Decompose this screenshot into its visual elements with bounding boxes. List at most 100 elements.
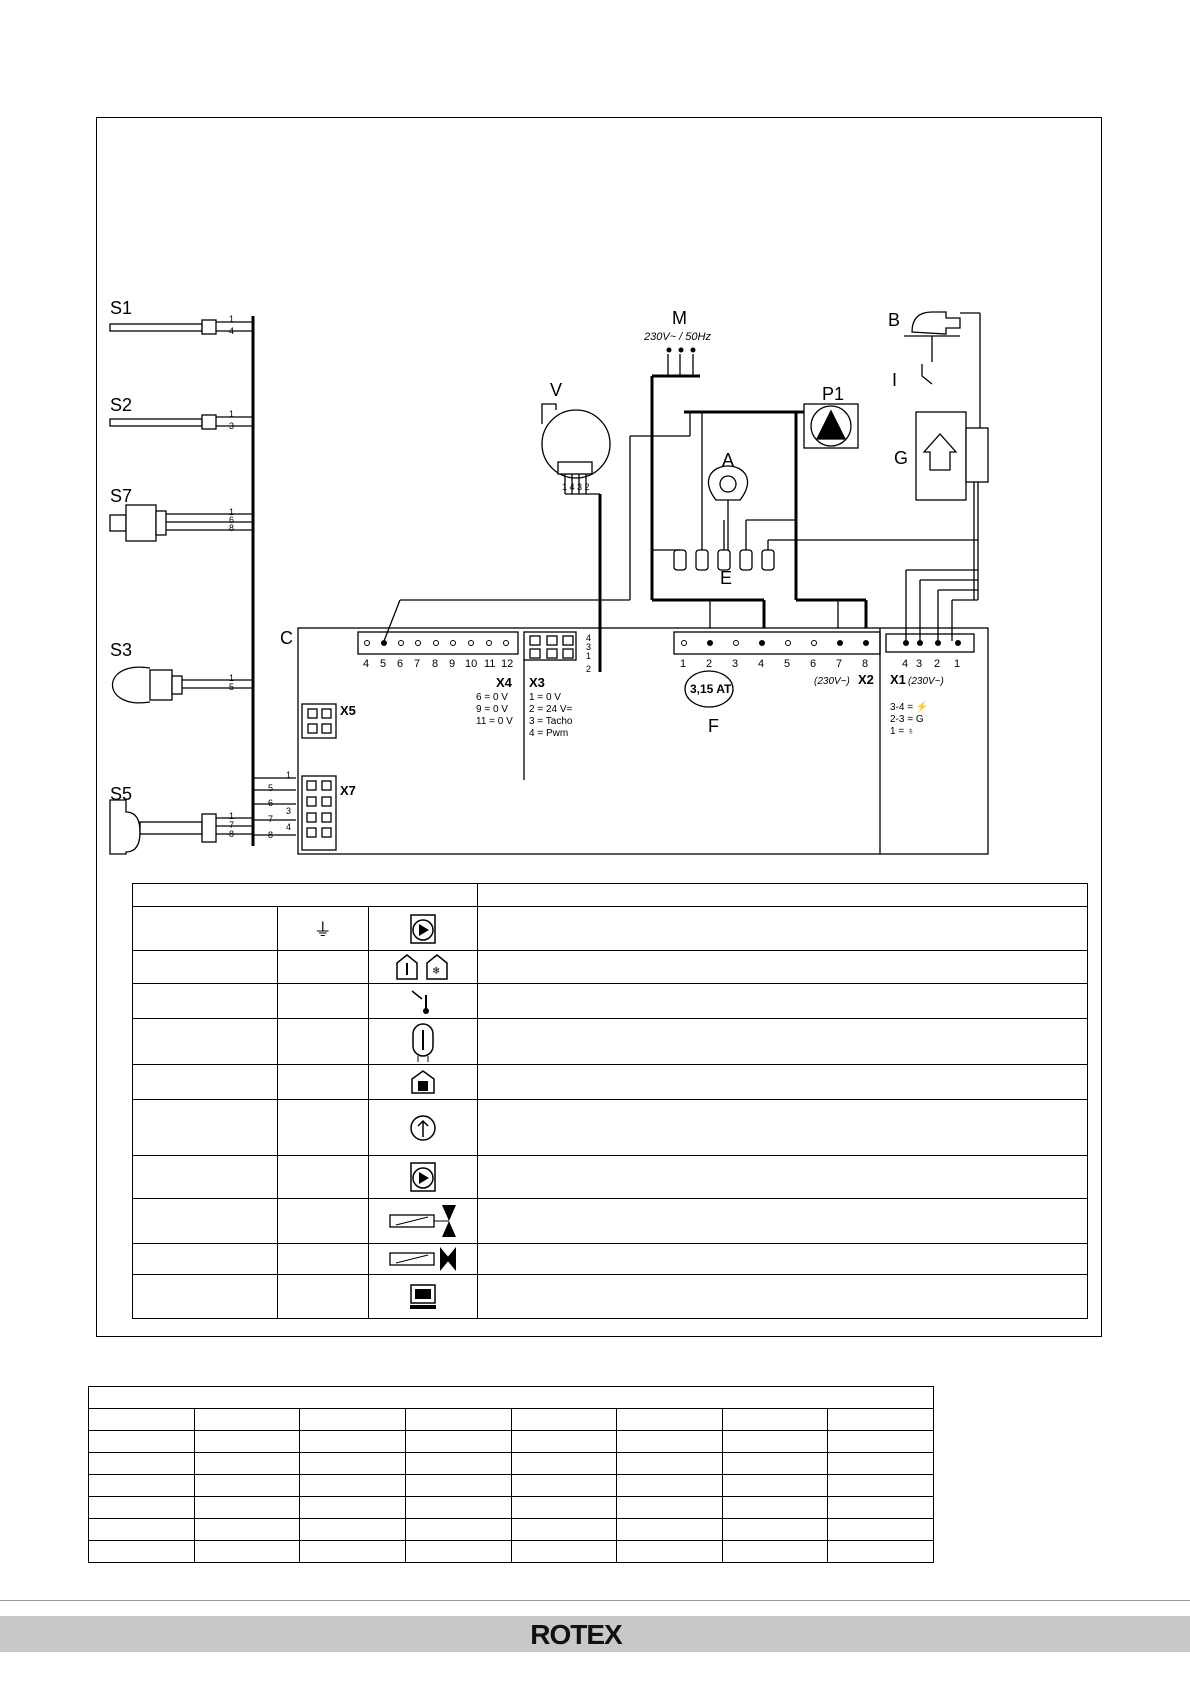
pump-p1 [684,403,868,628]
fuse-f [684,670,734,708]
svg-text:(230V~): (230V~) [908,676,944,687]
svg-text:5: 5 [268,783,273,793]
svg-text:1 = ♁: 1 = ♁ [890,726,914,737]
label-s2: S2 [110,395,132,415]
svg-text:12: 12 [501,658,513,670]
svg-text:4: 4 [363,658,369,670]
sensor-s5 [109,799,253,855]
svg-text:2: 2 [934,658,940,670]
sensor-s7 [109,504,253,542]
svg-text:3: 3 [916,658,922,670]
svg-text:6 = 0 V: 6 = 0 V [476,692,508,703]
label-e: E [720,568,732,588]
footer-bar [0,1616,1190,1652]
valve-icon [369,1203,477,1239]
connector-x3 [523,631,577,661]
svg-text:4: 4 [286,822,291,832]
label-s1: S1 [110,298,132,318]
svg-text:5: 5 [229,682,234,692]
svg-text:4: 4 [758,658,764,670]
svg-text:6: 6 [268,798,273,808]
x5-label: X5 [340,703,356,718]
svg-text:4 = Pwm: 4 = Pwm [529,728,568,739]
x4-label: X4 [496,675,513,690]
svg-text:6: 6 [229,515,234,525]
ignition-unit-g [905,411,989,641]
x3-label: X3 [529,675,545,690]
svg-text:5: 5 [380,658,386,670]
label-s5: S5 [110,784,132,804]
svg-text:8: 8 [268,830,273,840]
sensor-a [707,465,749,550]
display-icon [369,1283,477,1311]
motor-rating: 230V~ / 50Hz [643,331,711,343]
svg-text:3: 3 [732,658,738,670]
svg-text:10: 10 [465,658,477,670]
svg-text:1 = 0 V: 1 = 0 V [529,692,561,703]
svg-text:8: 8 [862,658,868,670]
svg-text:7: 7 [414,658,420,670]
pump-icon-2 [369,1161,477,1193]
fan-v [541,403,611,672]
connector-x7 [301,775,337,851]
sensor-s1 [109,319,253,335]
label-b: B [888,310,900,330]
svg-text:8: 8 [229,523,234,533]
label-f: F [708,716,719,736]
label-s7: S7 [110,486,132,506]
sensor-s3 [112,666,253,704]
svg-text:2: 2 [586,664,591,674]
svg-text:(230V~): (230V~) [814,676,850,687]
label-i: I [892,370,897,390]
svg-text:1: 1 [586,651,591,661]
earth-terminals-e [383,412,978,642]
flow-icon [369,1113,477,1143]
svg-text:2 = 24 V=: 2 = 24 V= [529,704,573,715]
svg-text:7: 7 [268,814,273,824]
connector-x1 [885,633,975,653]
label-s3: S3 [110,640,132,660]
room-unit-icon [369,1069,477,1095]
label-c: C [280,628,293,648]
fuse-rating: 3,15 AT [690,682,732,696]
svg-text:4: 4 [586,633,591,643]
svg-text:2-3 = G: 2-3 = G [890,714,924,725]
svg-text:6: 6 [397,658,403,670]
svg-text:7: 7 [836,658,842,670]
svg-text:1: 1 [229,409,234,419]
svg-text:7: 7 [229,820,234,830]
svg-text:1: 1 [229,811,234,821]
ground-symbol: ⏚ [276,906,369,951]
valve-icon-2 [369,1246,477,1272]
svg-text:4: 4 [229,326,234,336]
svg-text:3-4 = ⚡: 3-4 = ⚡ [890,700,928,713]
svg-text:2: 2 [706,658,712,670]
svg-text:9 = 0 V: 9 = 0 V [476,704,508,715]
svg-text:3: 3 [229,421,234,431]
connector-x4 [357,631,519,655]
svg-text:9: 9 [449,658,455,670]
rotex-logo: ROTEX [530,1619,622,1650]
motor-m [650,354,766,628]
svg-text:1: 1 [286,770,291,780]
svg-text:8: 8 [229,829,234,839]
svg-text:6: 6 [810,658,816,670]
boiler-sensor-icon [369,1022,477,1062]
x2-label: X2 [858,672,874,687]
svg-text:3: 3 [586,642,591,652]
svg-text:4: 4 [902,658,908,670]
svg-text:11: 11 [484,658,495,670]
connector-x5 [301,703,337,739]
svg-text:3 = Tacho: 3 = Tacho [529,716,573,727]
legend-table: ⏚ ❄ [132,883,1089,1319]
x7-label: X7 [340,783,356,798]
footer-divider [0,1600,1190,1601]
label-g: G [894,448,908,468]
svg-text:1: 1 [229,314,234,324]
controller-board-c [297,627,989,855]
label-a: A [722,450,734,470]
svg-text:1: 1 [229,507,234,517]
label-m: M [672,308,687,328]
svg-text:❄: ❄ [432,966,440,977]
